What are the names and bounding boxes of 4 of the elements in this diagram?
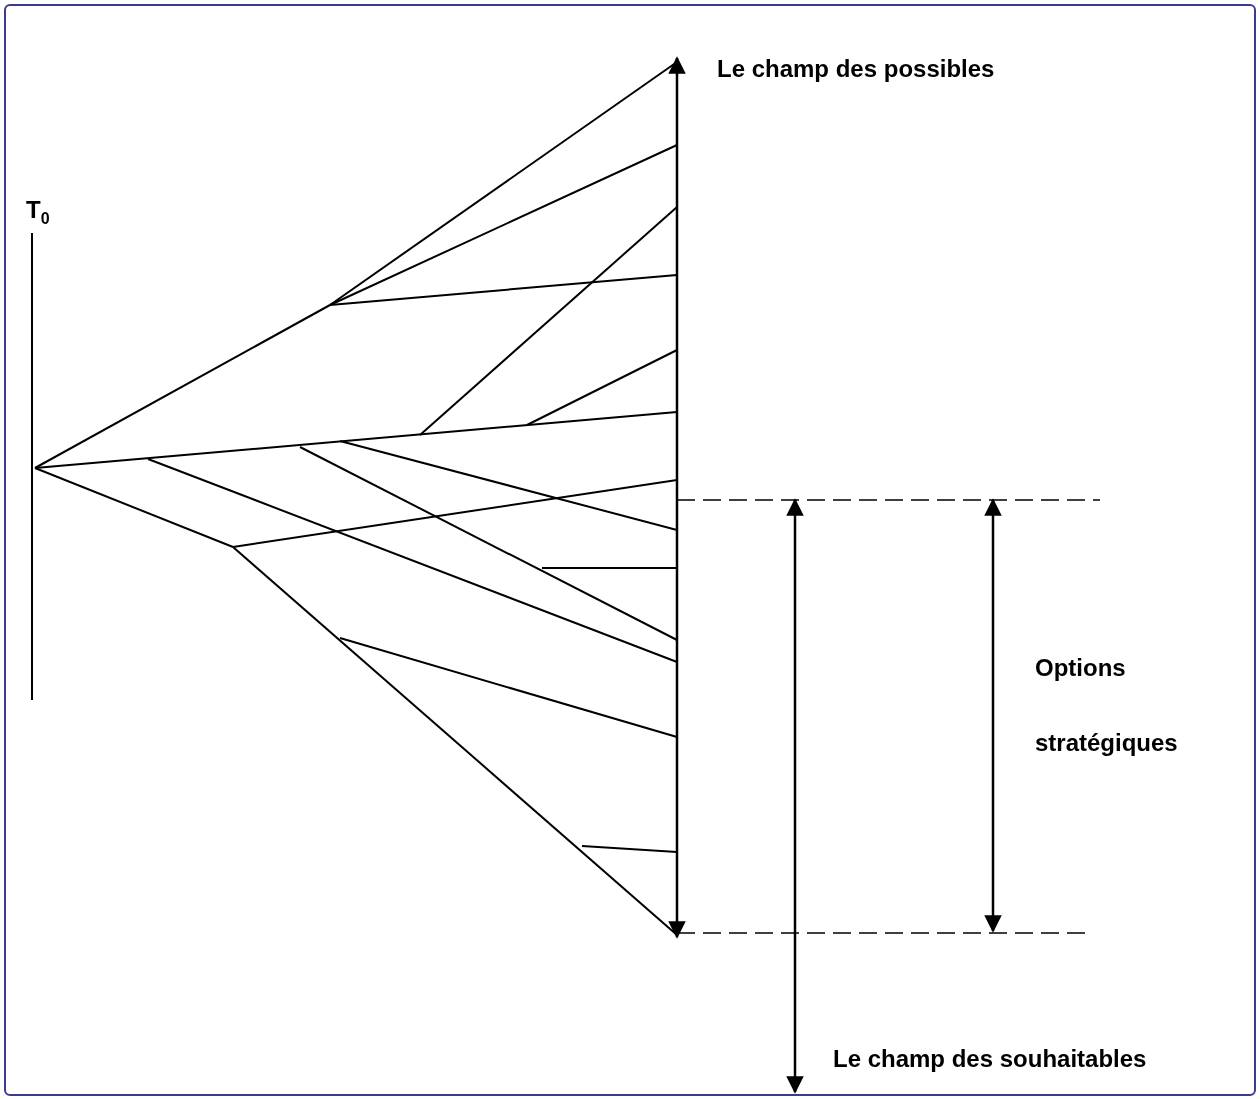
range-label: Le champ des souhaitables [833, 1045, 1147, 1073]
range-label: Le champ des possibles [717, 55, 995, 83]
range-label: Options stratégiques [1035, 653, 1179, 758]
time-label: T$_{0}$ [26, 196, 50, 228]
